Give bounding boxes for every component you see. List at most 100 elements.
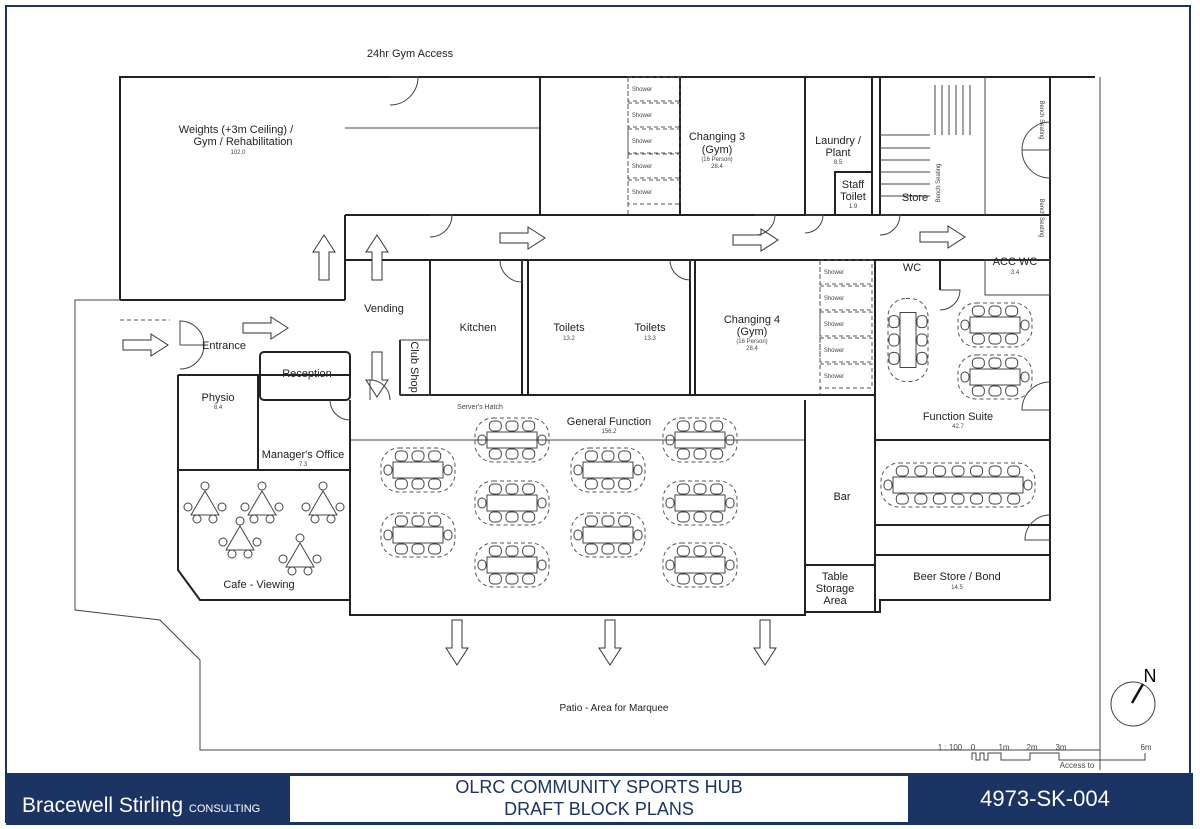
table-top	[969, 316, 1021, 334]
chair	[573, 464, 583, 476]
label-bench-2: Bench Seating	[1038, 198, 1044, 237]
table-top	[674, 431, 726, 449]
shower-label: Shower	[632, 190, 652, 196]
flow-arrows	[122, 225, 966, 666]
table-zone	[474, 417, 550, 463]
table-top	[486, 431, 538, 449]
table-zone	[662, 417, 738, 463]
label-changing-3-gym: (Gym)	[702, 144, 733, 156]
chair	[522, 511, 536, 523]
chair	[725, 497, 735, 509]
chair	[217, 502, 227, 512]
chair	[383, 529, 393, 541]
chair	[725, 434, 735, 446]
chair	[443, 464, 453, 476]
cafe-table	[278, 533, 322, 576]
chair	[601, 478, 615, 490]
chair	[488, 420, 502, 432]
table-top	[582, 461, 634, 479]
area-changing-3: 28.4	[711, 164, 723, 170]
chair	[505, 511, 519, 523]
dining-table	[662, 417, 738, 463]
chair	[1005, 305, 1019, 317]
chair	[505, 573, 519, 585]
chair	[488, 573, 502, 585]
chair	[988, 333, 1002, 345]
cafe-table	[240, 481, 284, 524]
flow-arrow-icon	[919, 225, 966, 249]
label-entrance: Entrance	[202, 340, 246, 352]
chair	[488, 511, 502, 523]
table-zone	[957, 354, 1033, 400]
chair	[916, 333, 928, 347]
chair	[573, 529, 583, 541]
chair	[676, 545, 690, 557]
flow-arrow-icon	[365, 351, 389, 398]
label-wc: WC	[903, 262, 921, 274]
chair	[183, 502, 193, 512]
chair	[710, 545, 724, 557]
table-top	[225, 525, 255, 551]
shower-cubicle	[627, 76, 681, 102]
dining-table	[474, 417, 550, 463]
chair	[970, 465, 984, 477]
chair	[1007, 465, 1021, 477]
chair	[584, 543, 598, 555]
door-swing	[179, 320, 205, 346]
chair	[710, 448, 724, 460]
chair	[988, 385, 1002, 397]
chair	[249, 514, 259, 524]
shower-cubicle	[627, 128, 681, 154]
chair	[295, 533, 305, 543]
table-zone	[570, 512, 646, 558]
label-table-storage-2: Storage	[816, 583, 855, 595]
label-managers-office: Manager's Office	[262, 449, 345, 461]
walls	[74, 76, 1101, 770]
label-patio: Patio - Area for Marquee	[560, 703, 669, 714]
label-staff-toilet: Staff	[842, 179, 865, 191]
area-acc-wc: 3.4	[1011, 270, 1020, 276]
chair	[318, 481, 328, 491]
chair	[505, 545, 519, 557]
shower-cubicles: ShowerShowerShowerShowerShowerShowerShow…	[627, 76, 873, 389]
north-label: N	[1144, 666, 1157, 686]
table-top	[674, 494, 726, 512]
chair	[916, 315, 928, 329]
chair	[240, 502, 250, 512]
door-swing	[879, 214, 901, 236]
shower-label: Shower	[824, 296, 844, 302]
label-beer-store: Beer Store / Bond	[913, 571, 1000, 583]
dining-table	[662, 542, 738, 588]
table-zone	[957, 302, 1033, 348]
company-name: Bracewell Stirling	[22, 794, 184, 817]
table-top	[190, 490, 220, 516]
chair	[310, 514, 320, 524]
label-bar: Bar	[833, 491, 850, 503]
dining-table	[474, 480, 550, 526]
project-title: OLRC COMMUNITY SPORTS HUB	[455, 777, 743, 797]
chair	[970, 493, 984, 505]
shower-cubicle	[819, 259, 873, 285]
door-swing	[429, 214, 453, 238]
cap-changing-4: (16 Person)	[736, 339, 767, 345]
shower-label: Shower	[824, 270, 844, 276]
chair	[693, 448, 707, 460]
door-swing	[1021, 149, 1051, 179]
chair	[394, 450, 408, 462]
dining-table	[380, 447, 456, 493]
chair	[488, 483, 502, 495]
chair	[618, 515, 632, 527]
label-access-to: Access to	[1060, 761, 1095, 770]
flow-arrow-icon	[312, 234, 336, 281]
chair	[932, 493, 946, 505]
chair	[710, 511, 724, 523]
shower-cubicle	[819, 285, 873, 311]
label-cafe: Cafe - Viewing	[223, 579, 294, 591]
cafe-table	[218, 516, 262, 559]
chair	[960, 319, 970, 331]
door-swing	[1024, 514, 1051, 541]
chair	[584, 478, 598, 490]
label-weights: Weights (+3m Ceiling) /	[179, 124, 294, 136]
chair	[601, 450, 615, 462]
chair	[665, 559, 675, 571]
